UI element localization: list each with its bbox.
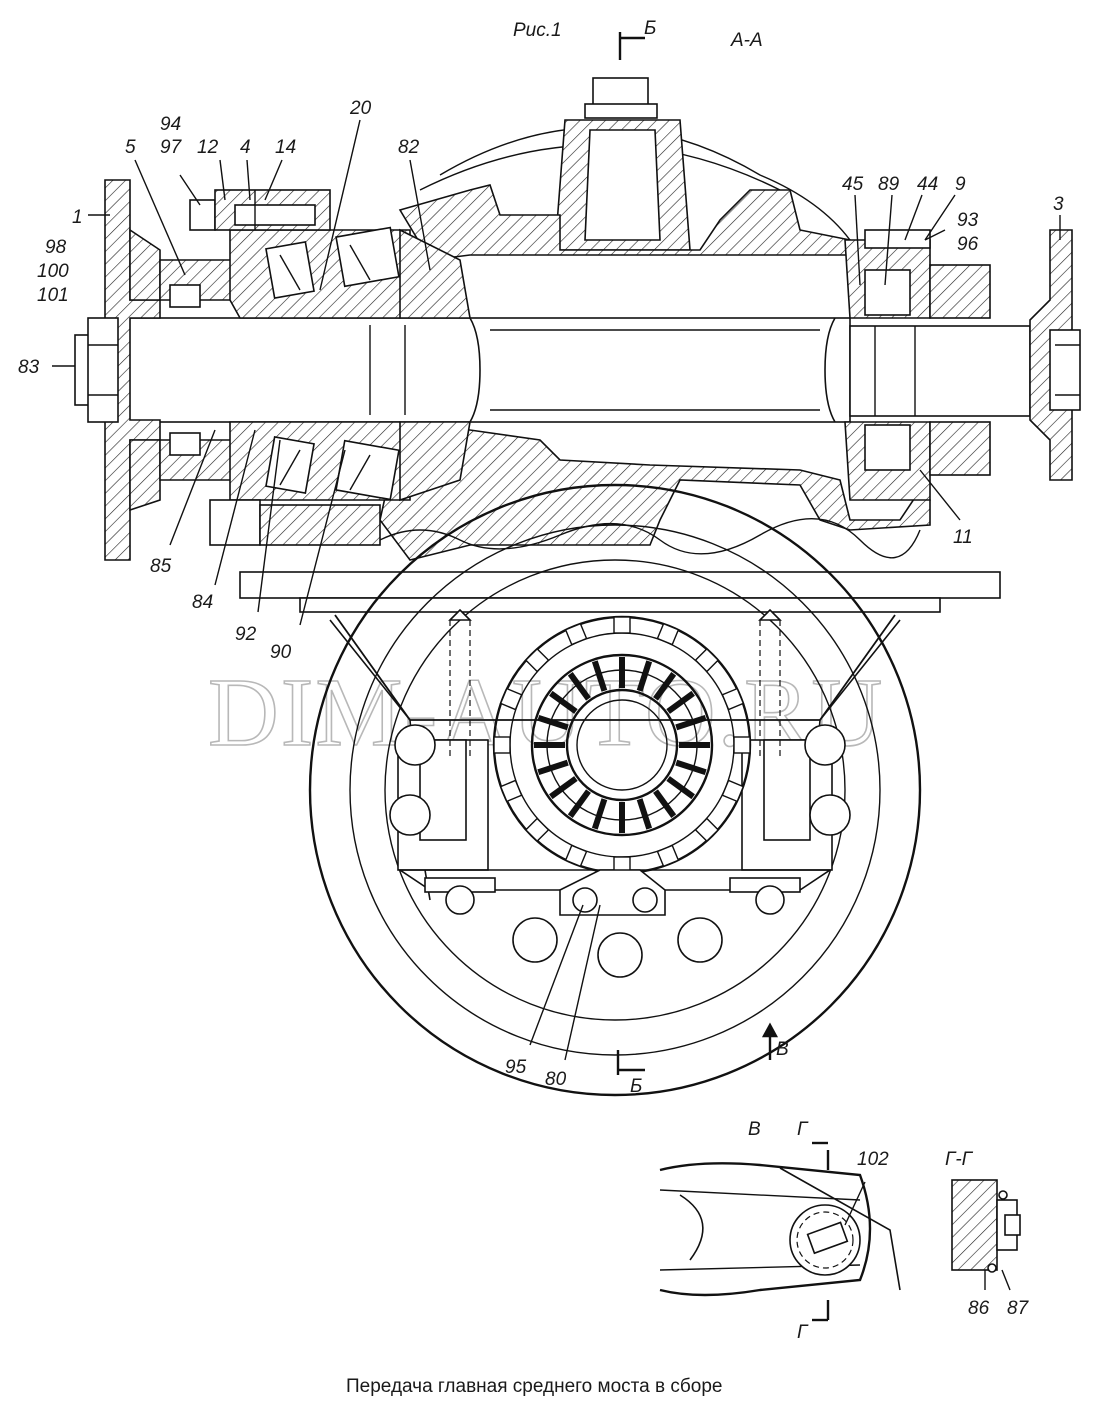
top-plug <box>592 77 649 107</box>
figure-title: Рис.1 <box>513 20 562 41</box>
callout-3: 3 <box>1053 194 1064 215</box>
callout-12: 12 <box>197 137 219 158</box>
callout-5: 5 <box>125 137 136 158</box>
section-b-top-label: Б <box>644 18 656 39</box>
tapered-bearing-lower <box>265 435 400 501</box>
ring-tooth <box>524 817 550 843</box>
ring-tooth <box>613 616 631 634</box>
ring-tooth <box>733 736 751 754</box>
right-nut <box>1049 329 1081 411</box>
callout-83: 83 <box>18 357 40 378</box>
callout-87: 87 <box>1007 1298 1030 1319</box>
bearing-roller <box>537 759 569 776</box>
drive-shaft <box>119 317 851 423</box>
view-v-arrow-label: В <box>776 1039 789 1060</box>
callout-95: 95 <box>505 1057 527 1078</box>
bearing-roller <box>549 690 578 714</box>
callout-102: 102 <box>857 1149 889 1170</box>
detail-v-cut-bottom: Г <box>797 1322 809 1343</box>
bearing-roller <box>636 660 653 692</box>
right-bearing-upper <box>864 269 911 316</box>
housing-base-plate <box>239 571 1001 599</box>
callout-44: 44 <box>917 174 938 195</box>
ring-tooth <box>564 844 588 868</box>
callout-94: 94 <box>160 114 181 135</box>
callout-86: 86 <box>968 1298 990 1319</box>
ring-tooth <box>694 817 720 843</box>
ring-tooth <box>524 647 550 673</box>
ring-tooth <box>721 779 745 803</box>
callout-89: 89 <box>878 174 900 195</box>
detail-v-title: В <box>748 1119 761 1140</box>
callout-14: 14 <box>275 137 296 158</box>
callout-80: 80 <box>545 1069 567 1090</box>
callout-20: 20 <box>349 98 372 119</box>
labels: Рис.1 Б А-А 94 97 12 4 14 5 20 82 1 98 1… <box>18 18 1064 1397</box>
right-bearing-lower <box>864 424 911 471</box>
callout-82: 82 <box>398 137 420 158</box>
gear-view <box>308 483 922 1097</box>
callout-4: 4 <box>240 137 251 158</box>
ring-tooth <box>656 844 680 868</box>
bearing-roller <box>537 714 569 731</box>
callout-90: 90 <box>270 642 292 663</box>
bearing-roller <box>653 672 677 701</box>
section-b-cut-marks <box>616 32 779 1075</box>
bearing-roller <box>636 798 653 830</box>
callout-96: 96 <box>957 234 979 255</box>
bearing-roller <box>653 789 677 818</box>
shaft-bore <box>565 688 679 802</box>
section-aa-label: А-А <box>730 30 763 51</box>
detail-gg-title: Г-Г <box>945 1149 974 1170</box>
callout-45: 45 <box>842 174 864 195</box>
detail-view-gg <box>951 1179 1021 1291</box>
callout-85: 85 <box>150 556 172 577</box>
callout-92: 92 <box>235 624 257 645</box>
bearing-roller <box>666 776 695 800</box>
bearing-roller <box>675 759 707 776</box>
tapered-bearing-upper <box>265 226 400 300</box>
ring-teeth <box>493 616 751 874</box>
callout-98: 98 <box>45 237 67 258</box>
ring-tooth <box>721 687 745 711</box>
ring-tooth <box>694 647 720 673</box>
bearing-roller <box>591 798 608 830</box>
ring-tooth <box>656 622 680 646</box>
callout-84: 84 <box>192 592 213 613</box>
bearing-roller <box>675 714 707 731</box>
bearing-roller <box>567 672 591 701</box>
callout-97: 97 <box>160 137 183 158</box>
figure-caption: Передача главная среднего моста в сборе <box>346 1376 722 1397</box>
bearing-roller <box>567 789 591 818</box>
ring-tooth <box>499 779 523 803</box>
callout-93: 93 <box>957 210 979 231</box>
ring-tooth <box>564 622 588 646</box>
bearing-cage <box>530 653 714 837</box>
bearing-rollers <box>534 657 710 833</box>
bearing-roller <box>666 690 695 714</box>
callout-1: 1 <box>72 207 83 228</box>
bearing-roller <box>549 776 578 800</box>
detail-v-cut-top: Г <box>797 1119 809 1140</box>
callout-100: 100 <box>37 261 69 282</box>
bearing-roller <box>591 660 608 692</box>
ring-tooth <box>493 736 511 754</box>
callout-9: 9 <box>955 174 966 195</box>
leader-lines <box>52 119 1061 1061</box>
callout-101: 101 <box>37 285 69 306</box>
detail-view-v <box>659 1141 901 1322</box>
section-aa-view <box>74 77 1081 613</box>
section-b-bottom-label: Б <box>630 1076 642 1097</box>
ring-tooth <box>499 687 523 711</box>
callout-11: 11 <box>953 527 973 548</box>
